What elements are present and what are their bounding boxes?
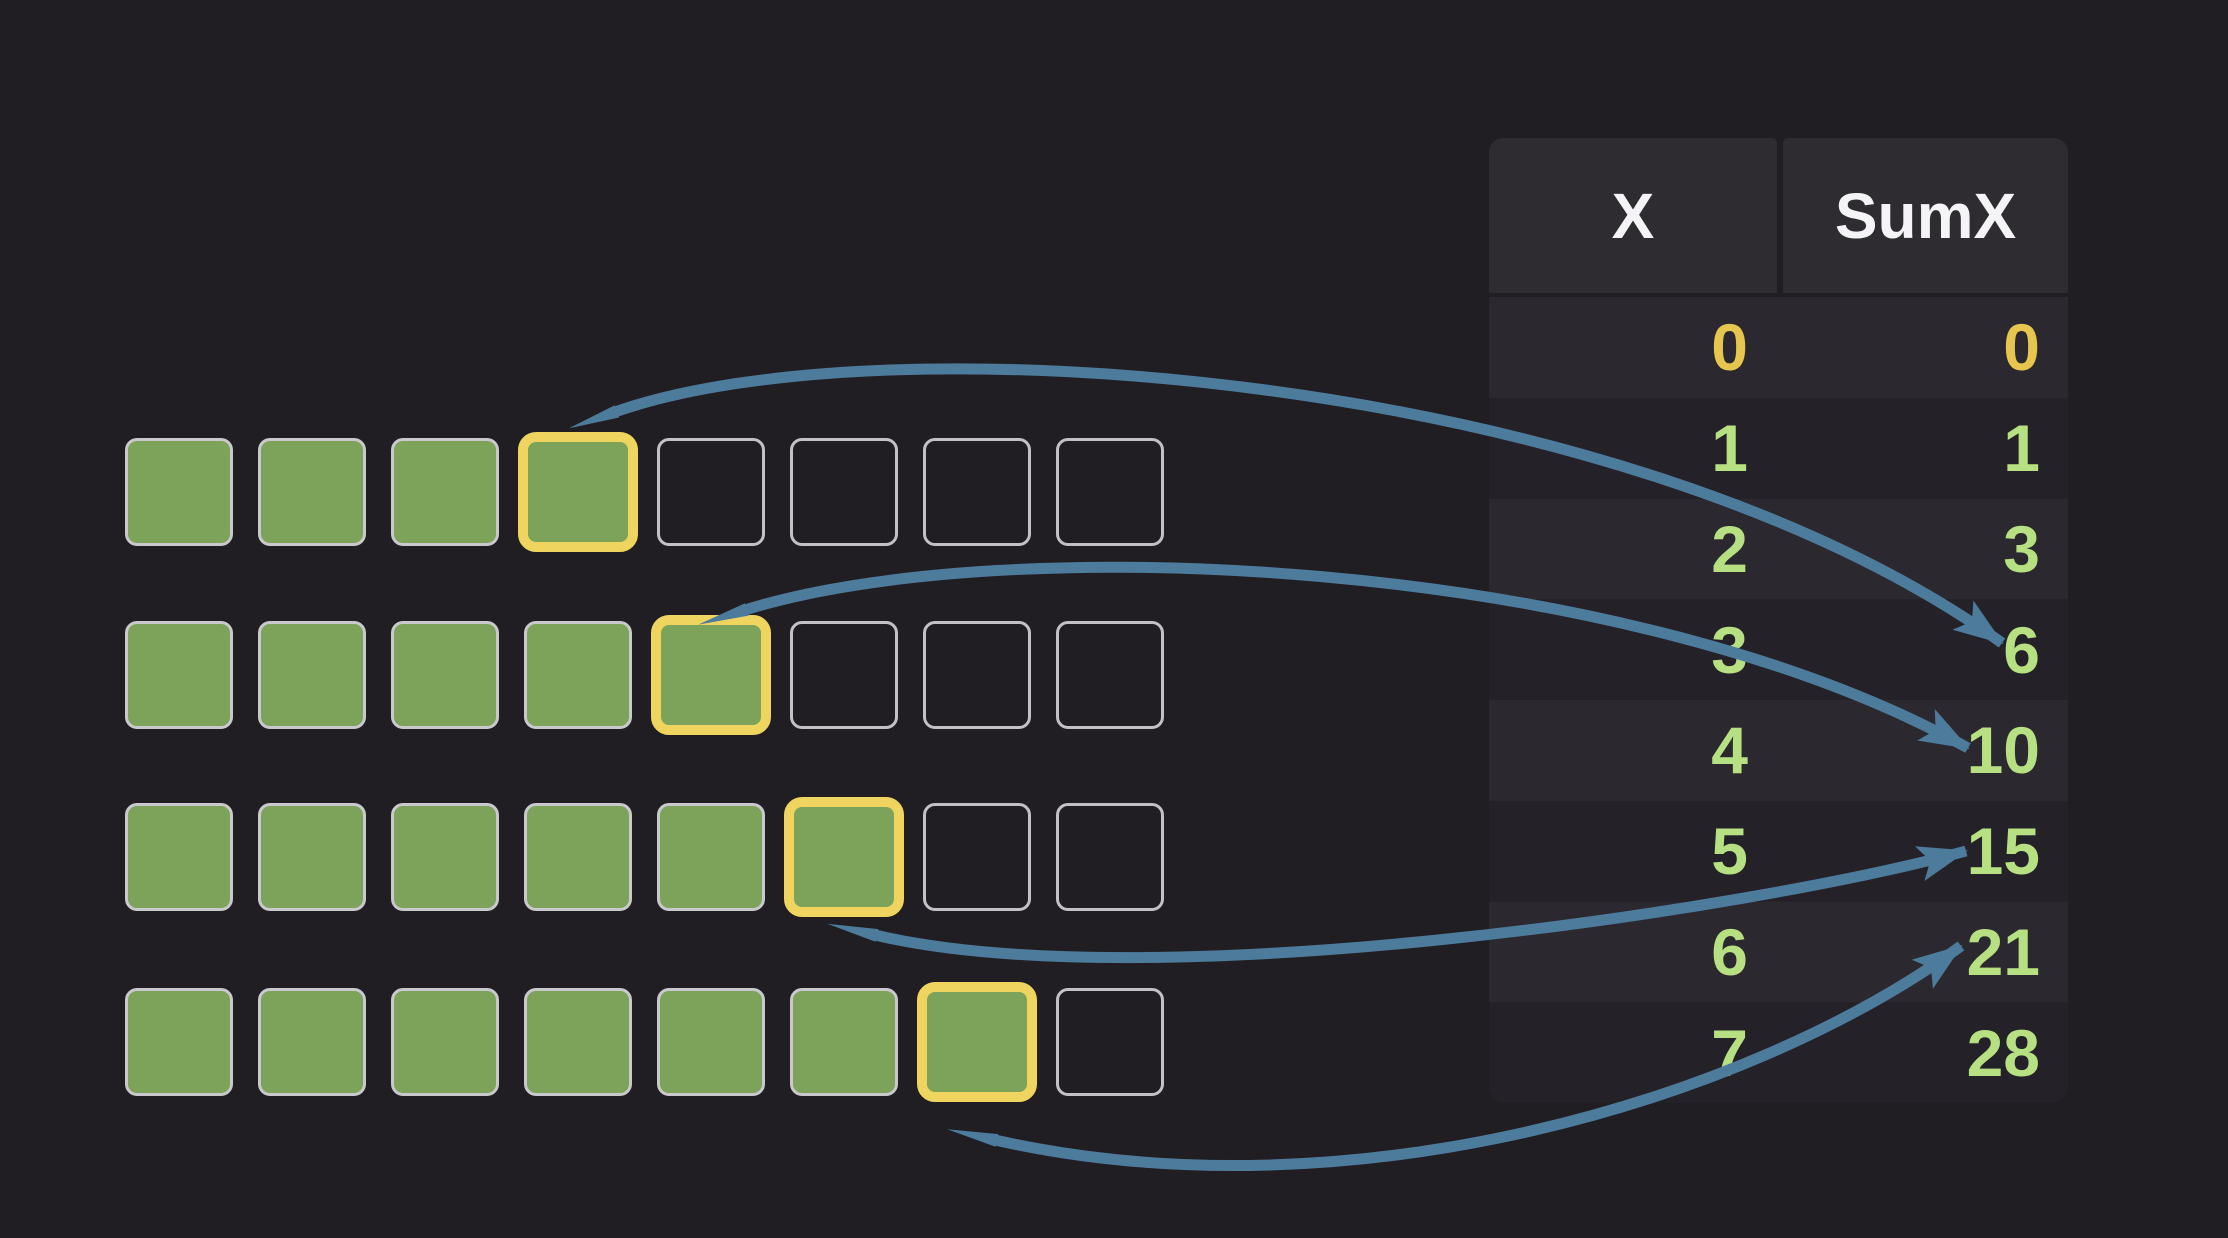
- column-header-x-label: X: [1611, 179, 1655, 252]
- cell-x: 7: [1711, 1015, 1748, 1090]
- block-square-empty: [790, 621, 898, 729]
- cell-sumx: 3: [2003, 511, 2040, 586]
- block-square-filled: [125, 803, 233, 911]
- block-square-filled: [657, 988, 765, 1096]
- cell-sumx: 6: [2003, 612, 2040, 687]
- cell-sumx: 0: [2003, 310, 2040, 385]
- cell-x: 4: [1711, 713, 1748, 788]
- block-square-filled: [391, 621, 499, 729]
- block-square-highlighted: [651, 615, 771, 735]
- block-square-highlighted: [917, 982, 1037, 1102]
- block-square-empty: [657, 438, 765, 546]
- block-square-filled: [790, 988, 898, 1096]
- block-square-filled: [657, 803, 765, 911]
- block-square-filled: [258, 621, 366, 729]
- table-row: 6 21: [1489, 901, 2068, 1003]
- block-square-empty: [1056, 438, 1164, 546]
- block-square-filled: [391, 438, 499, 546]
- block-square-filled: [258, 803, 366, 911]
- cell-x: 1: [1711, 411, 1748, 486]
- table-row: 4 10: [1489, 700, 2068, 801]
- table-row: 5 15: [1489, 800, 2068, 902]
- cell-sumx: 1: [2003, 411, 2040, 486]
- column-header-sumx-label: SumX: [1834, 179, 2017, 252]
- block-square-highlighted: [518, 432, 638, 552]
- cell-x: 6: [1711, 914, 1748, 989]
- block-square-filled: [524, 803, 632, 911]
- block-square-empty: [1056, 621, 1164, 729]
- block-square-empty: [1056, 803, 1164, 911]
- block-square-filled: [125, 621, 233, 729]
- block-square-empty: [790, 438, 898, 546]
- block-square-filled: [258, 438, 366, 546]
- cell-sumx: 21: [1966, 914, 2040, 989]
- table-header: X SumX: [1489, 138, 2068, 293]
- column-header-sumx: SumX: [1783, 138, 2068, 293]
- table-row: 7 28: [1489, 1002, 2068, 1103]
- block-square-filled: [258, 988, 366, 1096]
- block-square-filled: [524, 621, 632, 729]
- cell-x: 0: [1711, 310, 1748, 385]
- block-square-empty: [923, 803, 1031, 911]
- block-square-empty: [923, 621, 1031, 729]
- block-square-filled: [125, 988, 233, 1096]
- block-square-empty: [1056, 988, 1164, 1096]
- block-square-empty: [923, 438, 1031, 546]
- block-square-filled: [391, 803, 499, 911]
- cell-sumx: 15: [1966, 814, 2040, 889]
- cell-sumx: 10: [1966, 713, 2040, 788]
- block-square-highlighted: [784, 797, 904, 917]
- block-square-filled: [125, 438, 233, 546]
- block-square-filled: [524, 988, 632, 1096]
- cell-x: 5: [1711, 814, 1748, 889]
- cell-x: 3: [1711, 612, 1748, 687]
- cell-sumx: 28: [1966, 1015, 2040, 1090]
- cell-x: 2: [1711, 511, 1748, 586]
- column-header-x: X: [1489, 138, 1777, 293]
- block-square-filled: [391, 988, 499, 1096]
